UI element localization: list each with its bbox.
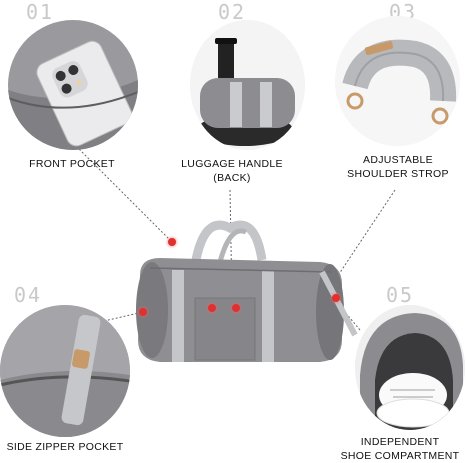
- marker-handle-left: [208, 304, 216, 312]
- label-luggage-handle: LUGGAGE HANDLE (BACK): [172, 157, 292, 185]
- label-shoe-compartment-line-2: SHOE COMPARTMENT: [340, 450, 460, 463]
- label-shoe-compartment-line-1: INDEPENDENT: [360, 436, 440, 448]
- luggage-handle-image: [190, 20, 305, 150]
- label-shoulder-strop: ADJUSTABLE SHOULDER STROP: [338, 153, 458, 181]
- label-front-pocket: FRONT POCKET: [12, 157, 132, 171]
- marker-handle-right: [232, 304, 240, 312]
- marker-side-pocket: [139, 308, 147, 316]
- feature-number-05: 05: [386, 283, 415, 307]
- label-luggage-handle-line-1: LUGGAGE HANDLE: [181, 158, 283, 170]
- marker-front-pocket: [168, 238, 176, 246]
- marker-shoe-compartment: [332, 294, 340, 302]
- label-luggage-handle-line-2: (BACK): [213, 172, 251, 185]
- label-shoulder-strop-line-2: SHOULDER STROP: [347, 168, 449, 181]
- label-shoulder-strop-line-1: ADJUSTABLE: [363, 154, 433, 166]
- shoe-compartment-image: [355, 305, 465, 430]
- label-shoe-compartment: INDEPENDENT SHOE COMPARTMENT: [338, 435, 462, 463]
- feature-number-04: 04: [14, 283, 43, 307]
- label-front-pocket-line-1: FRONT POCKET: [29, 158, 115, 170]
- front-pocket-image: [8, 20, 138, 150]
- shoulder-strap-image: [335, 16, 460, 146]
- label-side-zipper-pocket: SIDE ZIPPER POCKET: [0, 440, 130, 454]
- label-side-zipper-pocket-line-1: SIDE ZIPPER POCKET: [6, 441, 124, 453]
- side-zipper-pocket-image: [0, 305, 130, 437]
- leader-line-01: [64, 134, 173, 243]
